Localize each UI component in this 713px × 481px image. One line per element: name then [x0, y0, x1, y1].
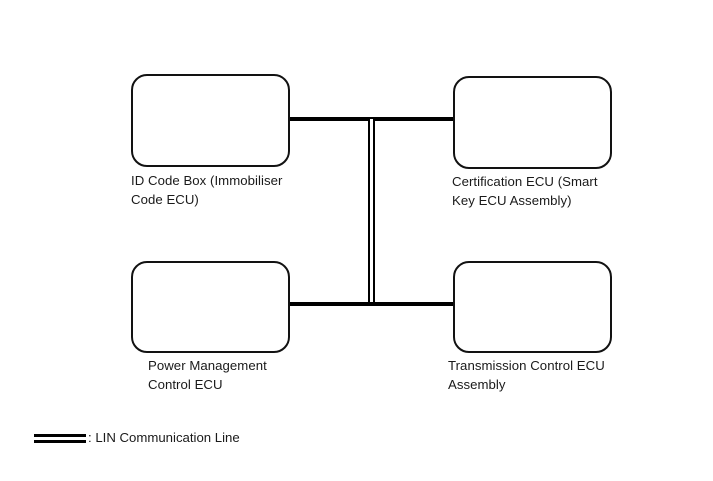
ecu-label-certification-ecu: Certification ECU (Smart Key ECU Assembl… [452, 174, 598, 208]
lin-line-vertical-trunk [368, 117, 375, 309]
lin-line-swatch-icon [34, 433, 86, 443]
ecu-label-power-management-control-ecu: Power Management Control ECU [148, 358, 267, 392]
legend: : LIN Communication Line [34, 430, 240, 446]
lin-junction-upper-tee [368, 117, 375, 119]
ecu-box-id-code-box[interactable] [131, 74, 290, 167]
lin-junction-lower-tee [368, 302, 375, 304]
legend-label: : LIN Communication Line [88, 430, 240, 445]
ecu-box-certification-ecu[interactable] [453, 76, 612, 169]
ecu-box-power-management-control-ecu[interactable] [131, 261, 290, 353]
ecu-box-transmission-control-ecu[interactable] [453, 261, 612, 353]
ecu-label-id-code-box: ID Code Box (Immobiliser Code ECU) [131, 173, 283, 207]
ecu-label-transmission-control-ecu: Transmission Control ECU Assembly [448, 358, 605, 392]
